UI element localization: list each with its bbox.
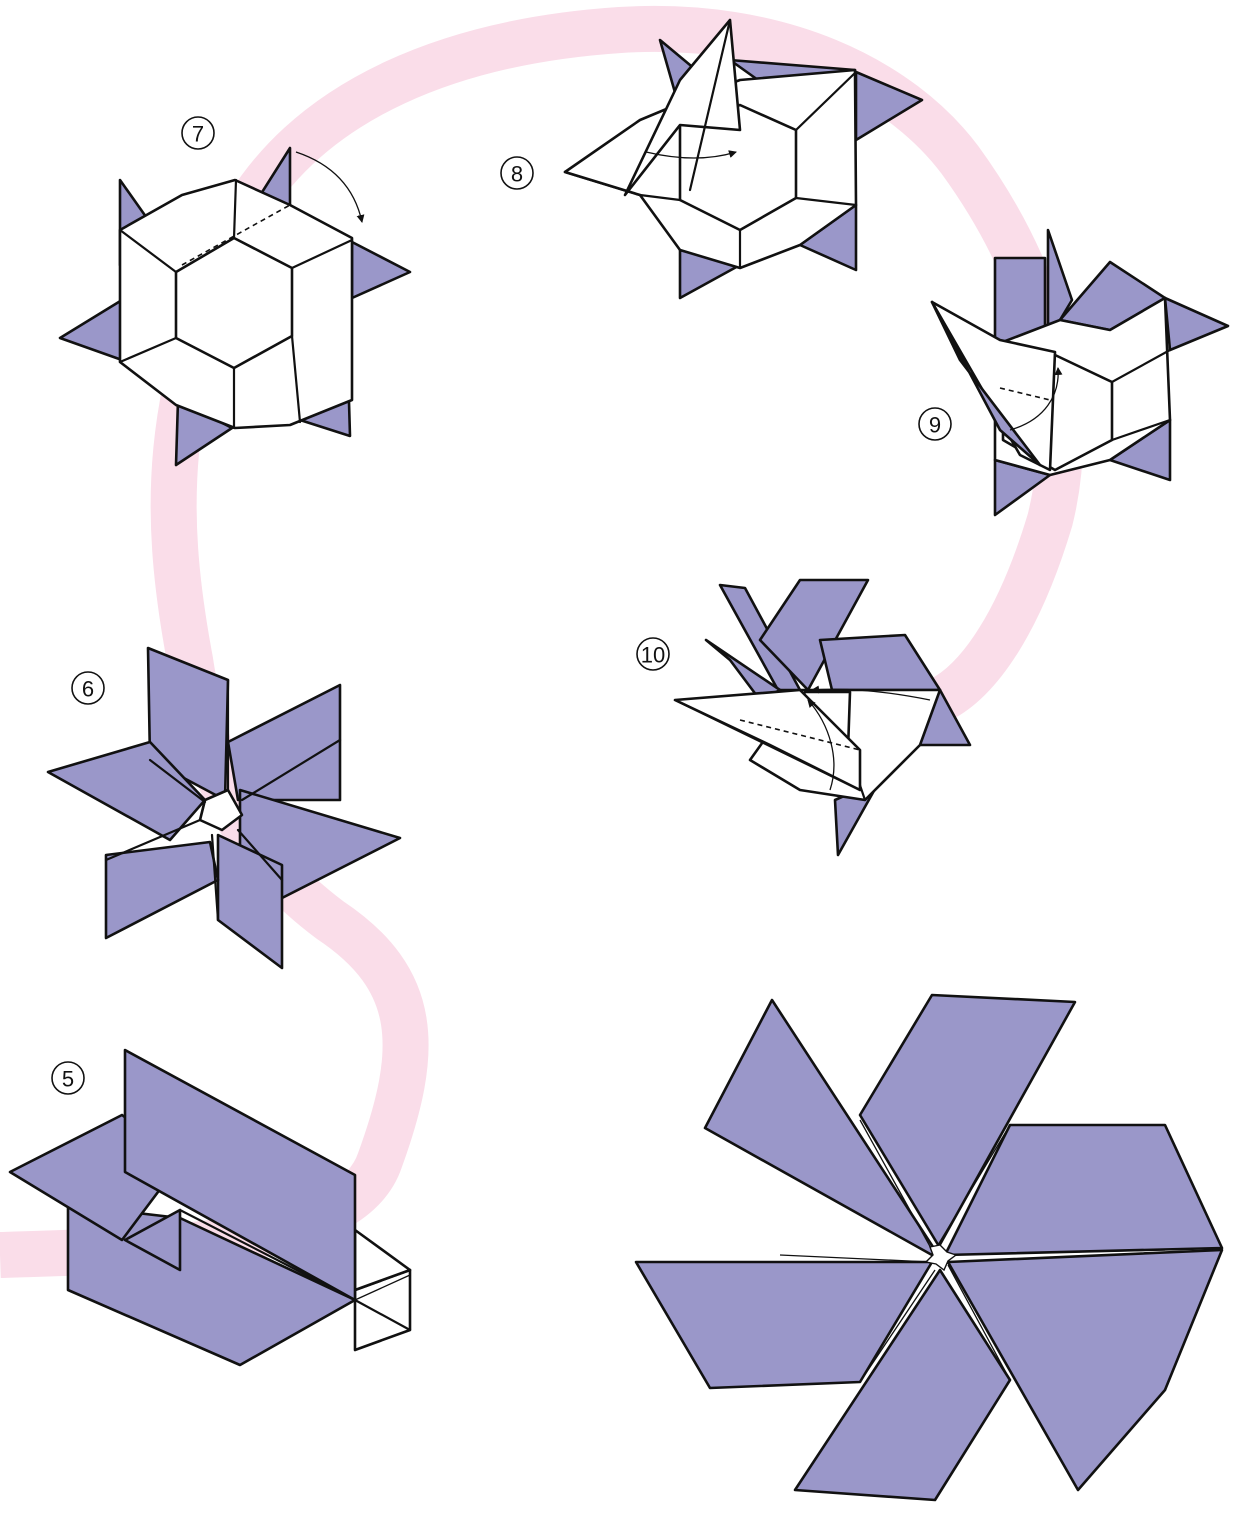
svg-text:8: 8 [511, 162, 523, 187]
step-7-figure [60, 148, 410, 465]
svg-text:7: 7 [192, 122, 204, 147]
svg-text:9: 9 [929, 413, 941, 438]
step-10-figure [675, 580, 970, 855]
step-8-marker: 8 [501, 157, 533, 189]
step-7-marker: 7 [182, 117, 214, 149]
step-10-marker: 10 [637, 638, 669, 670]
svg-text:10: 10 [641, 643, 665, 668]
step-6-marker: 6 [72, 672, 104, 704]
svg-text:5: 5 [62, 1067, 74, 1092]
step-5-marker: 5 [52, 1062, 84, 1094]
svg-text:6: 6 [82, 677, 94, 702]
step-9-marker: 9 [919, 408, 951, 440]
finished-pinwheel [636, 995, 1222, 1500]
step-5-figure [10, 1050, 410, 1365]
